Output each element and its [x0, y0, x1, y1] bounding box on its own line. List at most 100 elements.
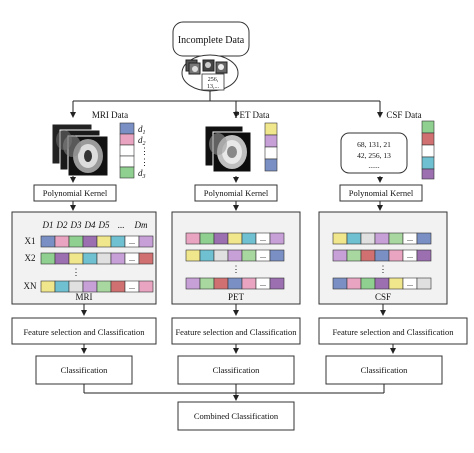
svg-text:d3: d3: [138, 168, 146, 180]
mri-row-2-ellipsis: ...: [129, 254, 135, 263]
mri-row-1-ellipsis: ...: [129, 237, 135, 246]
mri-row-1-cell: [41, 236, 55, 247]
csf-feature-label: Feature selection and Classification: [332, 327, 454, 337]
mri-row-1-cell: [139, 236, 153, 247]
pet-row-3-cell: [214, 278, 228, 289]
csf-row-3-cell: [375, 278, 389, 289]
csf-feature-column: [422, 121, 434, 179]
csf-matrix-caption: CSF: [375, 292, 391, 302]
mri-data-label: MRI Data: [92, 110, 128, 120]
row-label-xn: XN: [24, 281, 37, 291]
pet-row-1-cell: [228, 233, 242, 244]
csf-row-2-cell: [389, 250, 403, 261]
row-label-x1: X1: [25, 236, 36, 246]
csf-row-2-cell: [333, 250, 347, 261]
csf-matrix-rows: .........: [333, 233, 431, 289]
mri-kernel-label: Polynomial Kernel: [43, 188, 108, 198]
pet-row-1-cell: [270, 233, 284, 244]
header-d3: D3: [70, 220, 82, 230]
csf-row-3-cell: [389, 278, 403, 289]
pet-row-3-cell: [270, 278, 284, 289]
csf-values-line-1: 68, 131, 21: [357, 140, 391, 149]
csf-row-1-cell: [333, 233, 347, 244]
csf-row-2-cell: [375, 250, 389, 261]
header-d2: D2: [56, 220, 68, 230]
d-sub-3: 3: [142, 174, 146, 180]
pet-class-label: Classification: [213, 365, 260, 375]
pet-feature-column: [265, 123, 277, 171]
d-vdots-1: ⋮: [140, 146, 149, 156]
pet-row-2-cell: [270, 250, 284, 261]
mri-feature-label: Feature selection and Classification: [23, 327, 145, 337]
mri-row-3-cell: [55, 281, 69, 292]
mri-row-2-cell: [55, 253, 69, 264]
csf-data-label: CSF Data: [386, 110, 421, 120]
csf-values-line-2: 42, 256, 13: [357, 151, 391, 160]
pet-row-3-cell: [242, 278, 256, 289]
csf-row-2-cell: [361, 250, 375, 261]
csf-kernel-label: Polynomial Kernel: [349, 188, 414, 198]
pet-feature-label: Feature selection and Classification: [175, 327, 297, 337]
csf-row-2-cell: [347, 250, 361, 261]
pet-row-3-cell: [228, 278, 242, 289]
pet-row-2-cell: [200, 250, 214, 261]
mri-row-3-cell: [139, 281, 153, 292]
values-line-1: 256,: [208, 77, 219, 83]
row-vdots: ⋮: [72, 267, 81, 277]
pet-matrix-caption: PET: [228, 292, 245, 302]
mri-d-labels: d1 d2 ⋮ ⋮ d3: [138, 124, 149, 180]
combined-class-label: Combined Classification: [194, 411, 279, 421]
mri-brain-stack-image: [52, 124, 108, 176]
mri-row-1-cell: [97, 236, 111, 247]
mri-matrix-caption: MRI: [75, 292, 92, 302]
pet-row-1-ellipsis: ...: [260, 234, 266, 243]
pet-row-2-cell: [186, 250, 200, 261]
header-d4: D4: [84, 220, 96, 230]
d-vdots-2: ⋮: [140, 157, 149, 167]
csf-row-3-cell: [417, 278, 431, 289]
pet-kernel-label: Polynomial Kernel: [204, 188, 269, 198]
mri-row-3-cell: [97, 281, 111, 292]
mri-row-2-cell: [139, 253, 153, 264]
row-label-x2: X2: [25, 253, 36, 263]
pet-row-3-cell: [186, 278, 200, 289]
csf-row-3-cell: [347, 278, 361, 289]
pet-row-1-cell: [186, 233, 200, 244]
mri-row-3-ellipsis: ...: [129, 282, 135, 291]
pet-row-2-cell: [228, 250, 242, 261]
mri-class-label: Classification: [61, 365, 108, 375]
values-line-2: 13,...: [207, 84, 220, 90]
csf-row-2-ellipsis: ...: [407, 251, 413, 260]
d-sub-1: 1: [143, 130, 146, 136]
incomplete-data-title: Incomplete Data: [178, 35, 245, 46]
pet-row-vdots: ⋮: [232, 264, 241, 274]
mri-row-2-cell: [97, 253, 111, 264]
csf-row-3-cell: [333, 278, 347, 289]
pet-row-3-ellipsis: ...: [260, 279, 266, 288]
mri-row-1-cell: [69, 236, 83, 247]
csf-row-1-cell: [347, 233, 361, 244]
header-dm: Dm: [134, 220, 148, 230]
mri-row-2-cell: [83, 253, 97, 264]
pet-row-3-cell: [200, 278, 214, 289]
csf-row-1-cell: [375, 233, 389, 244]
mri-row-1-cell: [83, 236, 97, 247]
csf-row-1-cell: [361, 233, 375, 244]
mri-matrix-rows: .........: [41, 236, 153, 292]
pet-row-2-ellipsis: ...: [260, 251, 266, 260]
csf-class-label: Classification: [361, 365, 408, 375]
mri-row-3-cell: [111, 281, 125, 292]
csf-row-1-cell: [389, 233, 403, 244]
csf-row-1-ellipsis: ...: [407, 234, 413, 243]
pet-row-1-cell: [214, 233, 228, 244]
pet-row-2-cell: [242, 250, 256, 261]
mri-row-2-cell: [111, 253, 125, 264]
mri-row-1-cell: [55, 236, 69, 247]
mri-row-3-cell: [69, 281, 83, 292]
csf-row-2-cell: [417, 250, 431, 261]
header-ellipsis: ...: [118, 220, 125, 230]
header-d1: D1: [42, 220, 54, 230]
pet-brain-stack-image: [205, 126, 251, 172]
pet-row-1-cell: [242, 233, 256, 244]
